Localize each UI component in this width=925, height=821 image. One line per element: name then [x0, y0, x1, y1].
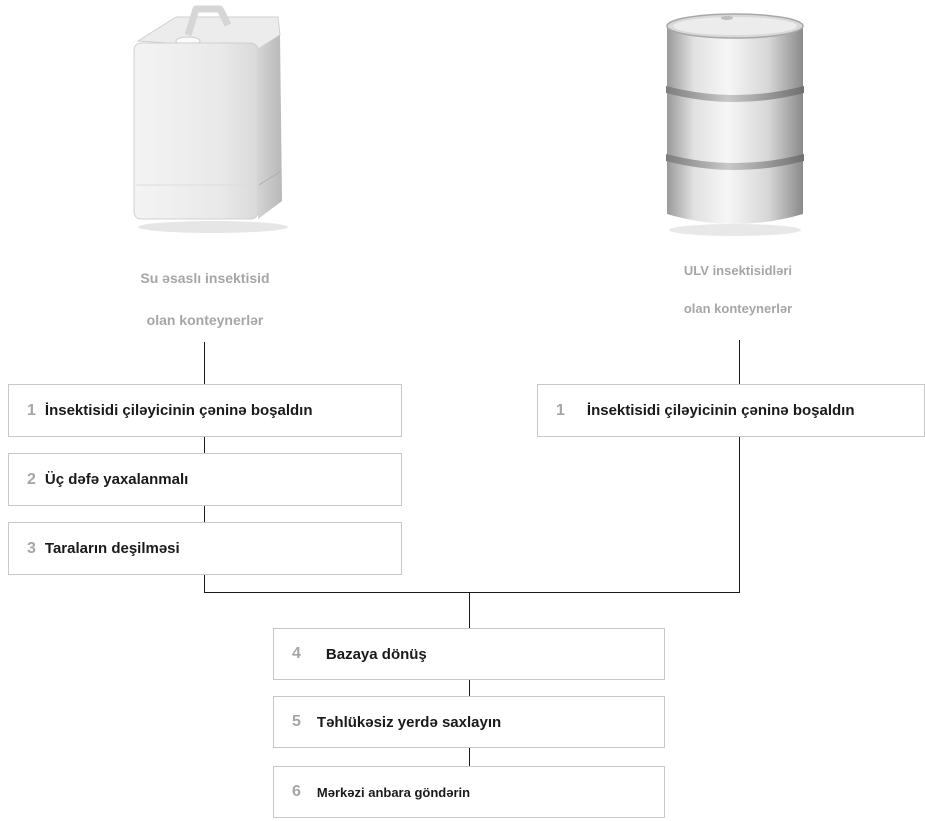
connector-right-step1-down [739, 437, 740, 593]
right-step-1-box: 1 İnsektisidi çiləyicinin çəninə boşaldı… [537, 384, 925, 437]
step-number: 5 [292, 713, 301, 730]
left-step-1-box: 1 İnsektisidi çiləyicinin çəninə boşaldı… [8, 384, 402, 437]
step-label: Bazaya dönüş [325, 645, 427, 663]
left-caption-line1: Su əsaslı insektisid [140, 270, 270, 286]
connector-merge-horizontal [204, 592, 740, 593]
step-label: Mərkəzi anbara göndərin [316, 784, 471, 800]
step-label: Üç dəfə yaxalanmalı [44, 471, 189, 488]
connector-step4-to-step5 [469, 680, 470, 696]
left-step-2-box: 2 Üç dəfə yaxalanmalı [8, 453, 402, 506]
step-label: İnsektisidi çiləyicinin çəninə boşaldın [586, 402, 855, 419]
step-4-box: 4 Bazaya dönüş [273, 628, 665, 680]
connector-left-step3-down [204, 575, 205, 593]
step-number: 2 [27, 470, 36, 488]
connector-step5-to-step6 [469, 748, 470, 766]
step-6-box: 6 Mərkəzi anbara göndərin [273, 766, 665, 818]
connector-merge-to-step4 [469, 592, 470, 628]
left-step-3-box: 3 Taraların deşilməsi [8, 522, 402, 575]
right-caption-line2: olan konteynerlər [683, 301, 793, 316]
barrel-drum-icon [666, 13, 804, 236]
step-number: 1 [27, 401, 36, 419]
step-number: 1 [556, 401, 565, 419]
step-label: Təhlükəsiz yerdə saxlayın [316, 713, 502, 731]
connector-right-caption-to-step1 [739, 340, 740, 384]
connector-left-step1-to-step2 [204, 437, 205, 453]
connector-left-step2-to-step3 [204, 506, 205, 522]
step-5-box: 5 Təhlükəsiz yerdə saxlayın [273, 696, 665, 748]
step-label: İnsektisidi çiləyicinin çəninə boşaldın [44, 402, 313, 419]
step-number: 3 [27, 539, 36, 557]
step-label: Taraların deşilməsi [44, 540, 180, 557]
connector-left-caption-to-step1 [204, 342, 205, 384]
step-number: 4 [292, 645, 301, 662]
step-number: 6 [292, 783, 301, 800]
left-caption-line2: olan konteynerlər [146, 312, 264, 328]
right-caption-line1: ULV insektisidləri [683, 263, 793, 278]
jerrycan-icon [133, 5, 288, 233]
